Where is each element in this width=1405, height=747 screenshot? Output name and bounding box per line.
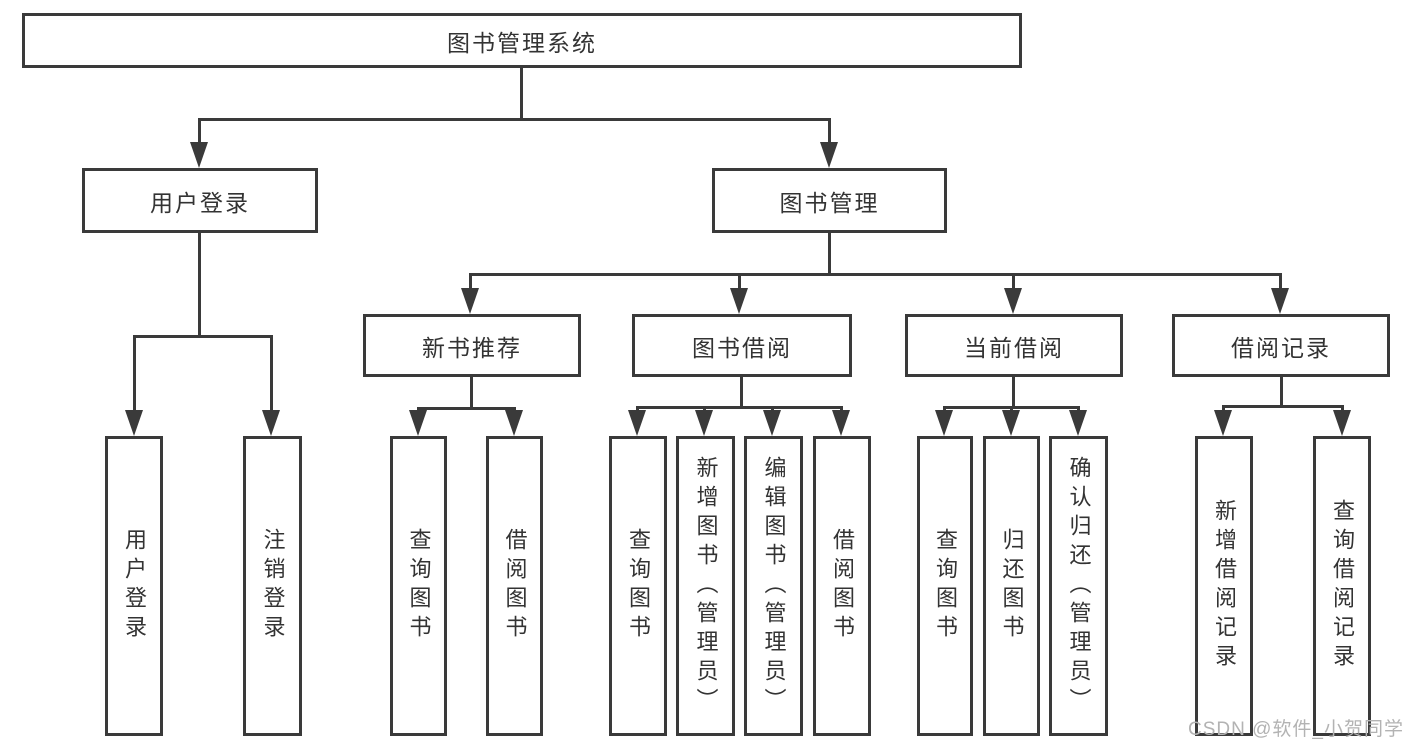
node-current-borrow: 当前借阅 <box>905 314 1123 377</box>
leaf-label: 借阅图书 <box>830 528 855 644</box>
connector-current-drop-2 <box>1010 406 1013 412</box>
leaf-cur-return-books: 归还图书 <box>983 436 1040 736</box>
connector-root-vline <box>520 68 523 118</box>
connector-borrow-vline <box>740 377 743 406</box>
connector-borrow-drop-1 <box>636 406 639 412</box>
leaf-label: 确认归还（管理员） <box>1066 455 1092 717</box>
connector-current-drop-3 <box>1077 406 1080 412</box>
arrowhead-cur-return <box>1002 410 1020 436</box>
connector-current-vline <box>1012 377 1015 406</box>
connector-borrow-hline <box>636 406 843 409</box>
arrowhead-logout-leaf <box>262 410 280 436</box>
connector-mgmt-drop-1 <box>469 273 472 289</box>
connector-borrow-drop-3 <box>771 406 774 412</box>
arrowhead-bw-borrow <box>832 410 850 436</box>
leaf-label: 查询借阅记录 <box>1330 499 1355 673</box>
node-library-system: 图书管理系统 <box>22 13 1022 68</box>
connector-borrow-drop-2 <box>703 406 706 412</box>
leaf-label: 新增图书（管理员） <box>693 455 719 717</box>
node-label: 用户登录 <box>150 189 250 216</box>
leaf-label: 注销登录 <box>260 528 286 644</box>
leaf-cur-confirm-return-admin: 确认归还（管理员） <box>1049 436 1108 736</box>
connector-records-drop-2 <box>1341 405 1344 411</box>
node-book-mgmt: 图书管理 <box>712 168 947 233</box>
connector-current-drop-1 <box>943 406 946 412</box>
arrowhead-user-login <box>190 142 208 168</box>
arrowhead-cur-query <box>935 410 953 436</box>
leaf-bw-query-books: 查询图书 <box>609 436 667 736</box>
csdn-watermark: CSDN @软件_小贺同学 <box>1188 719 1404 740</box>
leaf-label: 查询图书 <box>933 528 958 644</box>
leaf-nb-query-books: 查询图书 <box>390 436 447 736</box>
connector-newbook-vline <box>470 377 473 407</box>
arrowhead-bw-add <box>695 410 713 436</box>
node-label: 图书管理 <box>779 189 880 216</box>
node-label: 当前借阅 <box>964 334 1064 361</box>
node-new-book-recommend: 新书推荐 <box>363 314 581 377</box>
connector-userlogin-drop-1 <box>133 335 136 411</box>
connector-root-hline <box>198 118 831 121</box>
connector-userlogin-drop-2 <box>270 335 273 411</box>
leaf-nb-borrow-books: 借阅图书 <box>486 436 543 736</box>
arrowhead-rec-add <box>1214 410 1232 436</box>
leaf-label: 借阅图书 <box>502 528 528 644</box>
leaf-cur-query-books: 查询图书 <box>917 436 973 736</box>
connector-userlogin-hline <box>133 335 273 338</box>
arrowhead-bw-edit <box>763 410 781 436</box>
connector-userlogin-vline <box>198 233 201 335</box>
connector-mgmt-drop-3 <box>1012 273 1015 289</box>
leaf-logout: 注销登录 <box>243 436 302 736</box>
connector-mgmt-drop-2 <box>738 273 741 289</box>
connector-records-hline <box>1222 405 1344 408</box>
connector-records-vline <box>1280 377 1283 405</box>
arrowhead-rec-query <box>1333 410 1351 436</box>
arrowhead-login-leaf <box>125 410 143 436</box>
arrowhead-cur-confirm <box>1069 410 1087 436</box>
arrowhead-borrow-records <box>1271 288 1289 314</box>
leaf-label: 用户登录 <box>122 528 147 644</box>
connector-mgmt-vline <box>828 233 831 273</box>
leaf-label: 编辑图书（管理员） <box>761 455 787 717</box>
leaf-label: 查询图书 <box>626 528 651 644</box>
leaf-user-login: 用户登录 <box>105 436 163 736</box>
node-label: 图书管理系统 <box>447 29 597 56</box>
node-label: 新书推荐 <box>422 334 522 361</box>
arrowhead-current-borrow <box>1004 288 1022 314</box>
arrowhead-nb-borrow <box>505 410 523 436</box>
connector-root-drop-right <box>828 118 831 144</box>
leaf-label: 新增借阅记录 <box>1212 499 1237 673</box>
node-label: 图书借阅 <box>692 334 792 361</box>
connector-records-drop-1 <box>1222 405 1225 411</box>
leaf-rec-add-record: 新增借阅记录 <box>1195 436 1253 736</box>
leaf-bw-borrow-books: 借阅图书 <box>813 436 871 736</box>
arrowhead-bw-query <box>628 410 646 436</box>
connector-root-drop-left <box>198 118 201 144</box>
connector-newbook-hline <box>417 407 516 410</box>
leaf-label: 查询图书 <box>406 528 432 644</box>
arrowhead-book-mgmt <box>820 142 838 168</box>
leaf-rec-query-record: 查询借阅记录 <box>1313 436 1371 736</box>
leaf-bw-edit-books-admin: 编辑图书（管理员） <box>744 436 803 736</box>
node-book-borrow: 图书借阅 <box>632 314 852 377</box>
arrowhead-new-book <box>461 288 479 314</box>
connector-borrow-drop-4 <box>840 406 843 412</box>
node-borrow-records: 借阅记录 <box>1172 314 1390 377</box>
node-label: 借阅记录 <box>1231 334 1331 361</box>
arrowhead-book-borrow <box>730 288 748 314</box>
leaf-bw-add-books-admin: 新增图书（管理员） <box>676 436 735 736</box>
connector-mgmt-drop-4 <box>1279 273 1282 289</box>
connector-mgmt-hline <box>469 273 1282 276</box>
leaf-label: 归还图书 <box>999 528 1025 644</box>
arrowhead-nb-query <box>409 410 427 436</box>
node-user-login: 用户登录 <box>82 168 318 233</box>
